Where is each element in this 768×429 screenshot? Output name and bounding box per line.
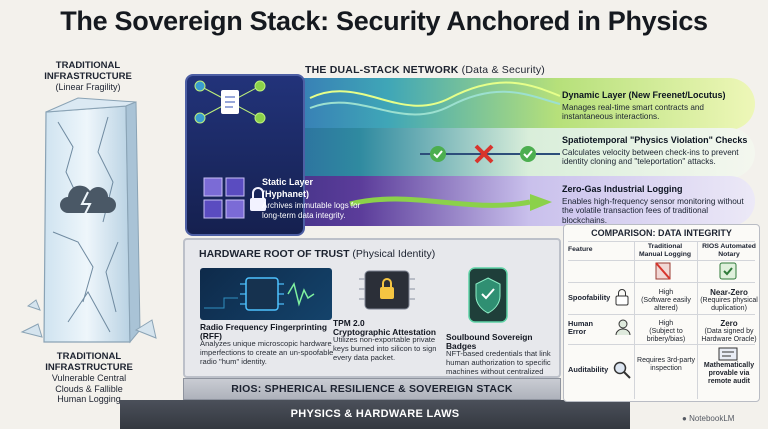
table-divider <box>568 314 755 315</box>
cell-spoof-traditional: High (Software easily altered) <box>637 289 695 312</box>
check-icon-right <box>520 146 536 162</box>
rff-desc: Analyzes unique microscopic hardware imp… <box>200 339 334 366</box>
physics-base-bar <box>120 400 630 429</box>
physics-check-desc: Calculates velocity between check-ins to… <box>562 147 739 167</box>
trad-desc-line1: Vulnerable Central <box>51 373 127 383</box>
trad-subheading: (Linear Fragility) <box>55 82 121 92</box>
tpm-desc: Utilizes non-exportable private keys bur… <box>333 335 437 362</box>
watermark-text: NotebookLM <box>689 414 735 423</box>
cell-spoof-rios: Near-Zero (Requires physical duplication… <box>700 289 758 312</box>
cell-error-rios: Zero (Data signed by Hardware Oracle) <box>700 320 758 343</box>
trad-caption-line2: INFRASTRUCTURE <box>45 361 133 373</box>
physics-check-text: Spatiotemporal "Physics Violation" Check… <box>562 135 752 167</box>
physics-label: PHYSICS & HARDWARE LAWS <box>290 408 460 420</box>
static-layer-subheading: (Hyphanet) <box>262 188 309 199</box>
cell-main-text: Near-Zero <box>710 288 748 297</box>
cell-audit-traditional: Requires 3rd-party inspection <box>637 357 695 372</box>
lock-icon <box>250 187 266 211</box>
static-layer-desc: Archives immutable logs for long-term da… <box>262 201 361 220</box>
table-divider <box>568 241 755 242</box>
table-divider <box>568 282 755 283</box>
tpm-subheading: Cryptographic Attestation <box>333 326 436 337</box>
row-feature-human-error: Human Error <box>568 319 594 337</box>
padlock-icon <box>615 289 629 306</box>
cloud-icon <box>60 185 116 217</box>
cell-sub-text: (Subject to bribery/bias) <box>646 327 686 343</box>
rf-chip-illustration <box>200 268 332 320</box>
notary-stamp-icon <box>719 262 737 280</box>
page-title: The Sovereign Stack: Security Anchored i… <box>60 6 708 36</box>
tpm-chip-icon <box>359 270 415 310</box>
cell-main-text: Zero <box>720 319 738 328</box>
hardware-title-note: (Physical Identity) <box>352 248 436 260</box>
dynamic-layer-text: Dynamic Layer (New Freenet/Locutus) Mana… <box>562 90 752 122</box>
chip-icon <box>204 277 315 311</box>
dual-stack-note: (Data & Security) <box>461 64 545 76</box>
trad-desc-line2: Clouds & Fallible <box>55 383 123 394</box>
magnifier-icon <box>613 361 631 379</box>
table-col-divider <box>697 241 698 399</box>
traditional-infra-caption: TRADITIONAL INFRASTRUCTURE Vulnerable Ce… <box>14 351 164 405</box>
table-col-divider <box>634 241 635 399</box>
dual-stack-label: THE DUAL-STACK NETWORK (Data & Security) <box>305 64 545 76</box>
header-traditional: Traditional Manual Logging <box>638 243 692 258</box>
document-icon <box>221 90 239 114</box>
trad-desc-line3: Human Logging <box>57 394 121 404</box>
cell-main-text: High <box>658 320 674 327</box>
soulbound-heading: Soulbound Sovereign Badges <box>446 332 533 351</box>
logging-heading: Zero-Gas Industrial Logging <box>562 184 683 194</box>
dynamic-layer-desc: Manages real-time smart contracts and in… <box>562 102 704 122</box>
table-divider <box>568 344 755 345</box>
violation-x-icon <box>474 144 494 164</box>
tpm-card-text: TPM 2.0 Cryptographic Attestation Utiliz… <box>333 319 448 363</box>
traditional-infra-heading: TRADITIONAL INFRASTRUCTURE (Linear Fragi… <box>18 60 158 93</box>
trad-heading-line1: TRADITIONAL <box>55 60 121 71</box>
trad-caption-line1: TRADITIONAL <box>56 351 122 362</box>
comparison-title: COMPARISON: DATA INTEGRITY <box>591 228 732 238</box>
cell-sub-text: (Software easily altered) <box>641 296 691 312</box>
cell-error-traditional: High (Subject to bribery/bias) <box>637 320 695 343</box>
logging-arrow <box>349 196 531 208</box>
cell-main-text: High <box>658 289 674 296</box>
dual-stack-graphics <box>194 80 561 219</box>
row-feature-spoofability: Spoofability <box>568 293 611 302</box>
static-layer-text: Static Layer (Hyphanet) Archives immutab… <box>262 177 372 220</box>
dynamic-layer-heading: Dynamic Layer (New Freenet/Locutus) <box>562 90 726 100</box>
person-icon <box>615 319 631 336</box>
notebooklm-watermark: ● NotebookLM <box>682 414 735 423</box>
comparison-table <box>563 224 760 402</box>
trad-heading-line2: INFRASTRUCTURE <box>44 71 132 82</box>
header-feature: Feature <box>568 246 593 253</box>
rff-card-text: Radio Frequency Fingerprinting (RFF) Ana… <box>200 323 340 367</box>
physics-check-heading: Spatiotemporal "Physics Violation" Check… <box>562 135 748 145</box>
cell-sub-text: (Data signed by Hardware Oracle) <box>701 327 757 343</box>
data-stream-lines <box>309 81 561 116</box>
table-divider <box>568 260 755 261</box>
logging-text: Zero-Gas Industrial Logging Enables high… <box>562 184 752 225</box>
rios-label: RIOS: SPHERICAL RESILIENCE & SOVEREIGN S… <box>231 383 513 395</box>
cracked-ice-pillar-illustration <box>20 97 157 344</box>
static-layer-heading: Static Layer <box>262 177 314 187</box>
soulbound-badge-icon <box>468 267 508 323</box>
tpm-heading: TPM 2.0 <box>333 318 365 328</box>
hardware-root-title: HARDWARE ROOT OF TRUST (Physical Identit… <box>199 248 435 260</box>
header-rios: RIOS Automated Notary <box>702 243 756 258</box>
rios-base-bar <box>183 378 561 400</box>
row-feature-auditability: Auditability <box>568 365 609 374</box>
math-icon <box>718 347 738 361</box>
dual-stack-title: THE DUAL-STACK NETWORK <box>305 64 459 76</box>
broken-log-icon <box>655 262 671 280</box>
rff-heading: Radio Frequency Fingerprinting (RFF) <box>200 322 328 341</box>
storage-cubes-icon <box>203 177 245 219</box>
logging-desc: Enables high-frequency sensor monitoring… <box>562 196 744 225</box>
cell-sub-text: (Requires physical duplication) <box>700 296 758 312</box>
check-icon-left <box>430 146 446 162</box>
hardware-title-text: HARDWARE ROOT OF TRUST <box>199 248 350 260</box>
cell-audit-rios: Mathematically provable via remote audit <box>703 362 755 385</box>
